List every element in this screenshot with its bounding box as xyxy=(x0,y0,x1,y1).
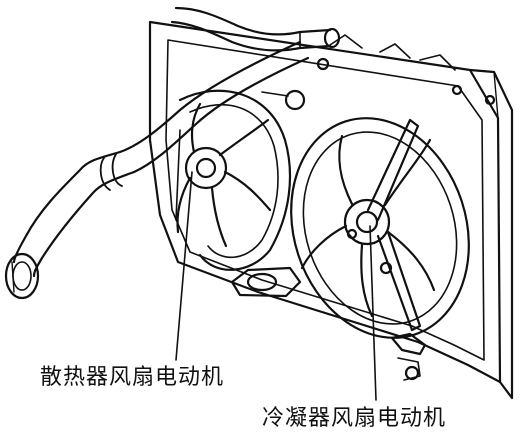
label-condenser-fan-motor: 冷凝器风扇电动机 xyxy=(262,406,447,431)
radiator-fan xyxy=(175,89,306,271)
condenser-fan xyxy=(290,117,470,339)
upper-coolant-hose xyxy=(4,6,341,300)
label-radiator-fan-motor: 散热器风扇电动机 xyxy=(40,365,225,390)
shroud-frame xyxy=(148,20,514,400)
leader-lines xyxy=(175,171,377,401)
